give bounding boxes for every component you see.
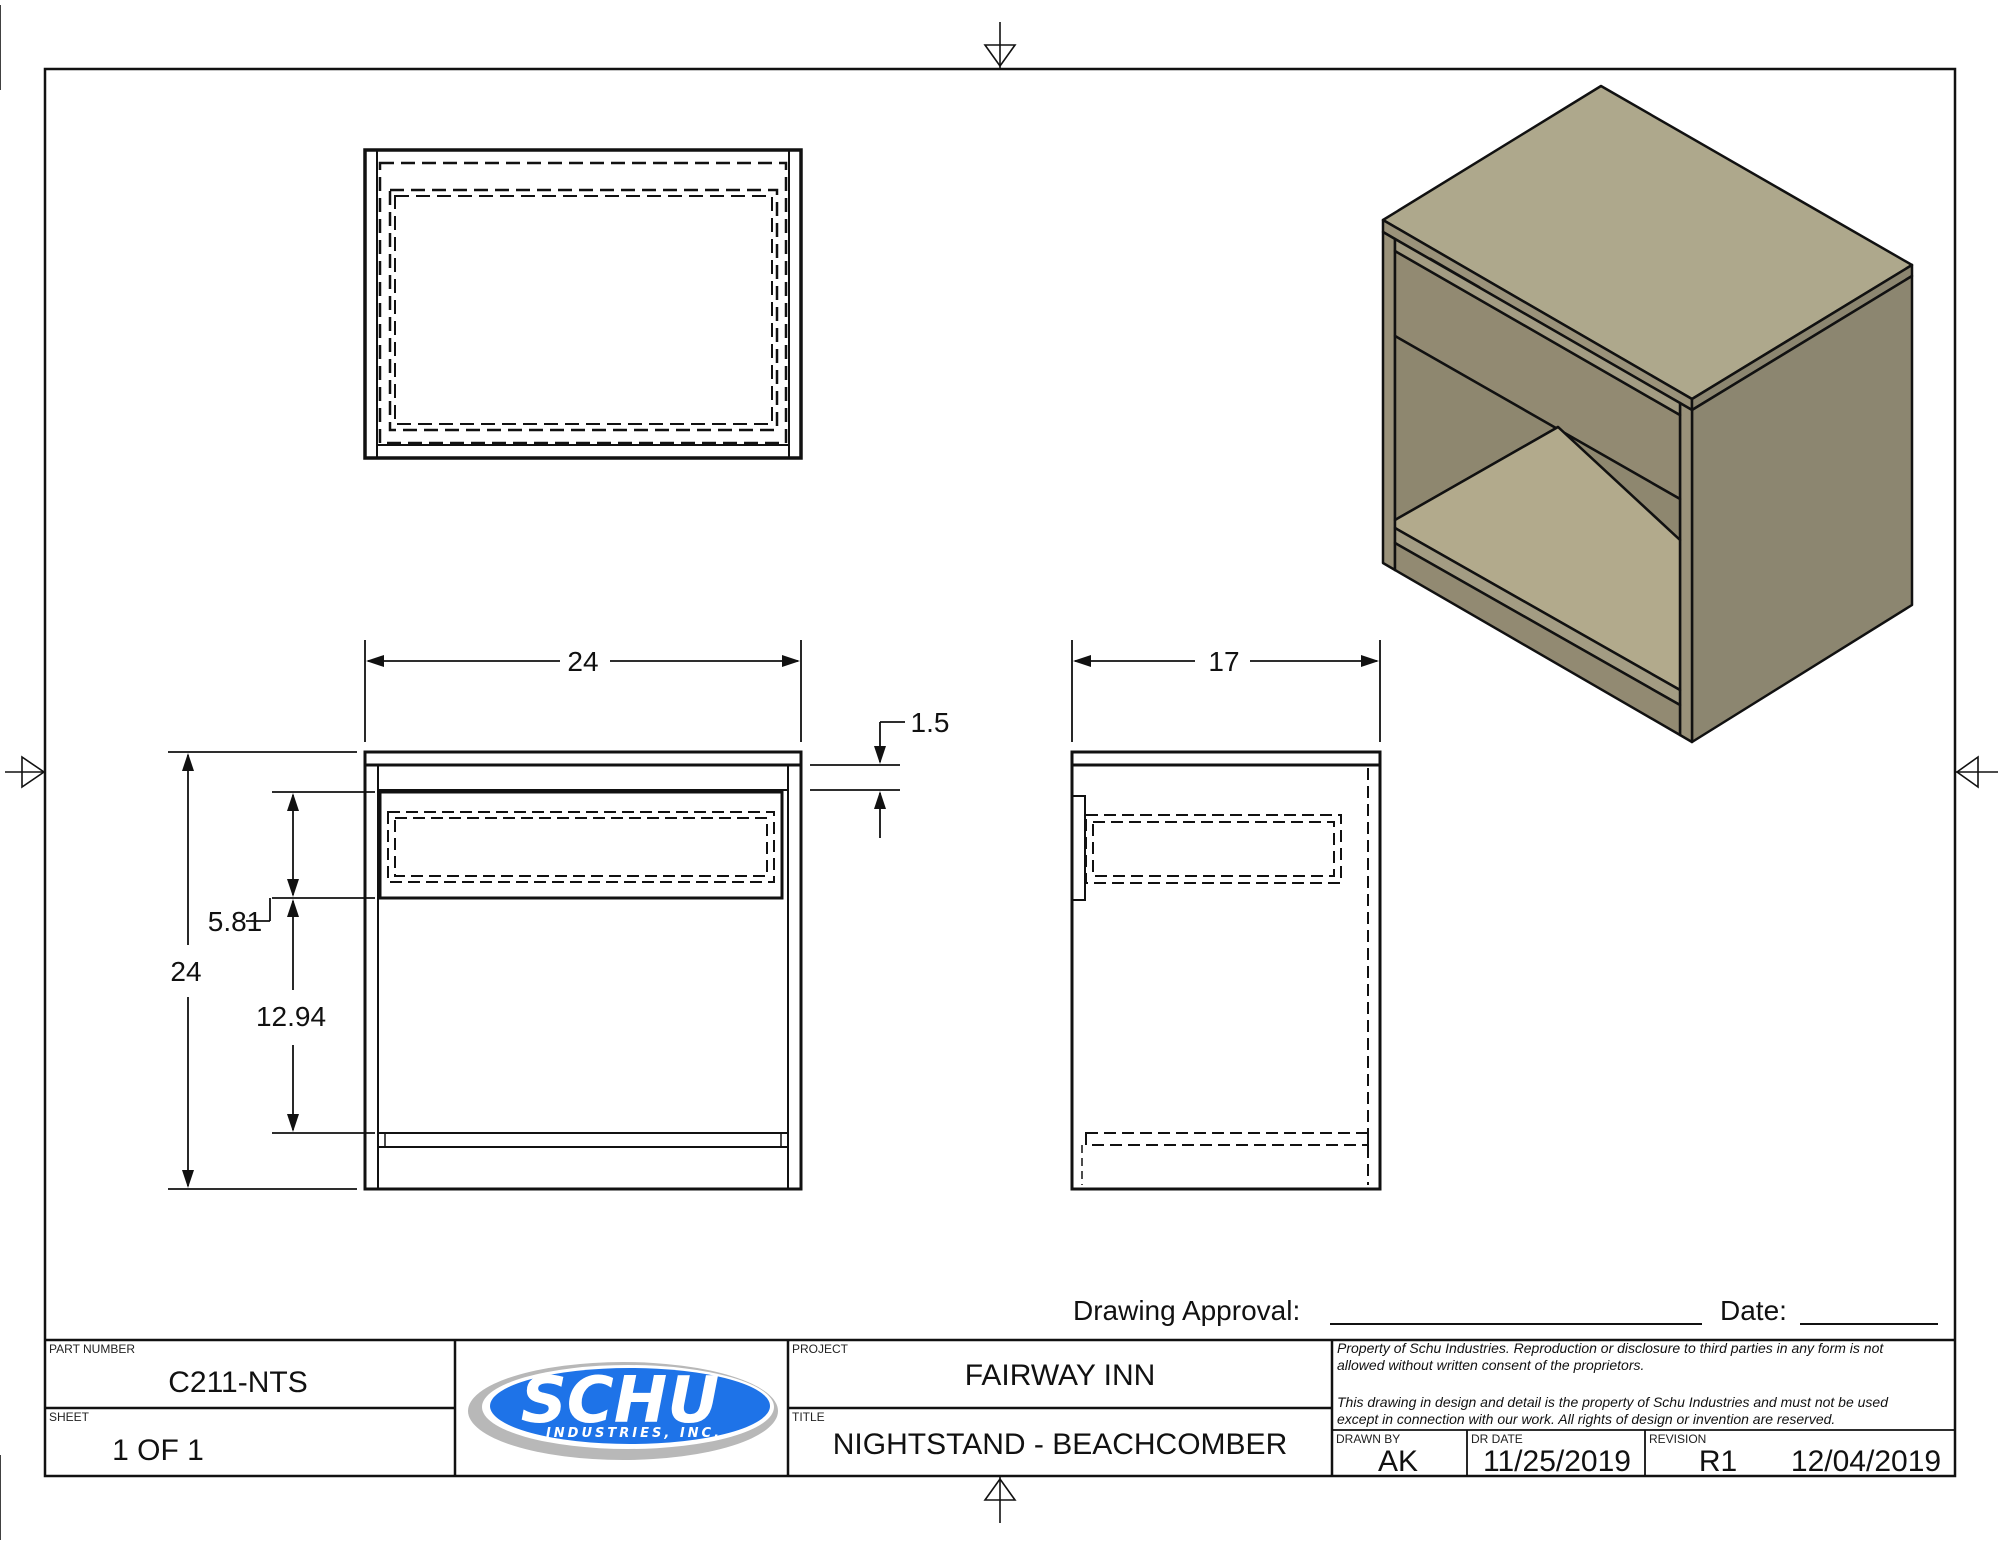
title-block-grid	[45, 1338, 1955, 1476]
part-number-label: PART NUMBER	[49, 1342, 135, 1356]
dim-top-thickness: 1.5	[911, 707, 950, 738]
dim-front-height: 24	[170, 956, 201, 987]
revision-value: R1	[1699, 1445, 1737, 1478]
side-view	[1070, 750, 1382, 1191]
sheet-label: SHEET	[49, 1410, 90, 1424]
dr-date-label: DR DATE	[1471, 1432, 1523, 1446]
dimension-arrows	[182, 655, 1379, 1188]
logo-name: SCHU	[521, 1364, 720, 1438]
dr-date-value: 11/25/2019	[1483, 1445, 1631, 1478]
drawn-by-label: DRAWN BY	[1336, 1432, 1400, 1446]
revision-date-value: 12/04/2019	[1791, 1445, 1941, 1478]
notice-line-1: Property of Schu Industries. Reproductio…	[1337, 1340, 1884, 1356]
dim-drawer-height: 5.81	[208, 906, 263, 937]
notice-line-2: allowed without written consent of the p…	[1337, 1357, 1644, 1373]
title-value: NIGHTSTAND - BEACHCOMBER	[833, 1428, 1287, 1461]
sheet-value: 1 OF 1	[112, 1434, 204, 1467]
project-value: FAIRWAY INN	[965, 1359, 1156, 1392]
part-number-value: C211-NTS	[168, 1366, 307, 1399]
revision-label: REVISION	[1649, 1432, 1706, 1446]
title-label: TITLE	[792, 1410, 825, 1424]
notice-line-3: This drawing in design and detail is the…	[1337, 1394, 1889, 1410]
project-label: PROJECT	[792, 1342, 849, 1356]
drawing-approval-label: Drawing Approval:	[1073, 1295, 1300, 1326]
center-marks	[0, 5, 1998, 1540]
dim-front-width: 24	[567, 646, 598, 677]
date-label: Date:	[1720, 1295, 1787, 1326]
isometric-view	[1381, 84, 1914, 744]
dim-side-depth: 17	[1208, 646, 1239, 677]
top-view	[363, 148, 803, 460]
front-view	[363, 750, 803, 1191]
notice-line-4: except in connection with our work. All …	[1337, 1411, 1835, 1427]
logo-subtitle: INDUSTRIES, INC.	[546, 1426, 722, 1441]
schu-logo: SCHU INDUSTRIES, INC.	[468, 1362, 778, 1460]
iso-shelf	[1393, 425, 1682, 692]
drawn-by-value: AK	[1378, 1445, 1418, 1478]
dimension-lines	[168, 640, 1381, 1190]
dim-opening-height: 12.94	[256, 1001, 326, 1032]
